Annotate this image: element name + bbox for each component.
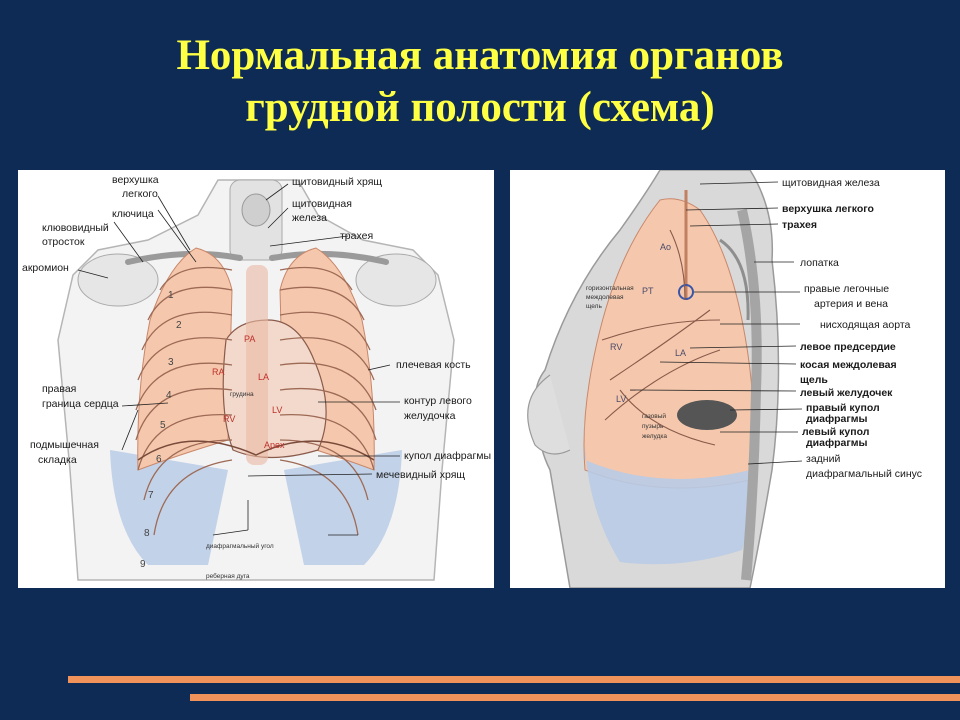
gastric-gas-bubble <box>677 400 737 430</box>
title-line-1: Нормальная анатомия органов <box>0 30 960 82</box>
accent-bar-bottom <box>190 694 960 701</box>
label-lung-apex-2: легкого <box>122 188 158 200</box>
lateral-label-rv: RV <box>610 342 622 352</box>
label-right-border-2: граница сердца <box>42 398 119 410</box>
fissure-note-1: горизонтальная <box>586 285 634 292</box>
label-coracoid-1: клювовидный <box>42 222 109 234</box>
label-xiphoid: мечевидный хрящ <box>376 469 465 481</box>
rib-number-5: 5 <box>160 420 166 431</box>
heart-label-lv: LV <box>272 405 282 415</box>
rib-number-8: 8 <box>144 528 150 539</box>
heart-label-la: LA <box>258 372 269 382</box>
lateral-label-trachea: трахея <box>782 219 817 231</box>
lateral-label-rdome-2: диафрагмы <box>806 413 868 425</box>
lateral-label-la: LA <box>675 348 686 358</box>
lateral-label-la: левое предсердие <box>800 341 896 353</box>
left-shoulder <box>356 254 436 306</box>
heart-label-apex: Apex <box>264 440 285 450</box>
rib-number-6: 6 <box>156 454 162 465</box>
frontal-anatomy-diagram: 1 2 3 4 5 6 7 8 9 PA RA LA грудина RV LV… <box>18 170 494 588</box>
label-lung-apex-1: верхушка <box>112 174 159 186</box>
lateral-label-fissure-2: щель <box>800 374 828 386</box>
label-thyroid-cartilage: щитовидный хрящ <box>292 176 382 188</box>
lateral-label-thyroid: щитовидная железа <box>782 177 880 189</box>
label-lv-contour-1: контур левого <box>404 395 472 407</box>
label-right-border-1: правая <box>42 383 76 395</box>
label-trachea: трахея <box>340 230 373 242</box>
label-axillary-1: подмышечная <box>30 439 99 451</box>
sternum-label: грудина <box>230 391 254 398</box>
fissure-note-2: междолевая <box>586 294 624 301</box>
rib-number-3: 3 <box>168 357 174 368</box>
label-humerus: плечевая кость <box>396 359 471 371</box>
lateral-label-apex: верхушка легкого <box>782 203 874 215</box>
lateral-label-scapula: лопатка <box>800 257 839 269</box>
lateral-label-sinus-2: диафрагмальный синус <box>806 468 922 480</box>
label-acromion: акромион <box>22 262 69 274</box>
thyroid-cartilage-shape <box>242 194 270 226</box>
lateral-label-pulm-2: артерия и вена <box>814 298 888 310</box>
sternum-shape <box>246 265 268 465</box>
lateral-label-pt: PT <box>642 286 654 296</box>
label-thyroid-1: щитовидная <box>292 198 352 210</box>
heart-label-pa: PA <box>244 334 255 344</box>
frontal-view-panel: 1 2 3 4 5 6 7 8 9 PA RA LA грудина RV LV… <box>18 170 494 588</box>
label-costal-arch: реберная дуга <box>206 572 250 580</box>
lateral-label-ldome-2: диафрагмы <box>806 437 868 449</box>
gas-label-3: желудка <box>642 433 667 440</box>
label-diaphragm-dome: купол диафрагмы <box>404 450 491 462</box>
lateral-view-panel: Ao PT RV LA LV горизонтальная междолевая… <box>510 170 945 588</box>
rib-number-1: 1 <box>168 290 174 301</box>
lateral-label-lv: левый желудочек <box>800 387 893 399</box>
lateral-label-pulm-1: правые легочные <box>804 283 889 295</box>
rib-number-4: 4 <box>166 390 172 401</box>
lateral-anatomy-diagram: Ao PT RV LA LV горизонтальная междолевая… <box>510 170 945 588</box>
gas-label-1: газовый <box>642 412 666 420</box>
rib-number-2: 2 <box>176 320 182 331</box>
slide-title: Нормальная анатомия органов грудной поло… <box>0 30 960 134</box>
lateral-label-ao: Ao <box>660 242 671 252</box>
lateral-label-sinus-1: задний <box>806 453 840 465</box>
gas-label-2: пузырь <box>642 423 664 430</box>
label-diaphragm-angle: диафрагмальный угол <box>206 542 274 550</box>
title-line-2: грудной полости (схема) <box>0 82 960 134</box>
rib-number-9: 9 <box>140 559 146 570</box>
label-lv-contour-2: желудочка <box>404 410 456 422</box>
label-clavicle: ключица <box>112 208 154 220</box>
accent-bar-top <box>68 676 960 683</box>
lateral-label-aorta: нисходящая аорта <box>820 319 911 331</box>
lateral-label-fissure-1: косая междолевая <box>800 359 897 371</box>
right-shoulder <box>78 254 158 306</box>
lateral-label-lv: LV <box>616 394 626 404</box>
rib-number-7: 7 <box>148 490 154 501</box>
heart-label-rv: RV <box>223 414 235 424</box>
label-coracoid-2: отросток <box>42 236 85 248</box>
label-thyroid-2: железа <box>292 212 327 224</box>
heart-label-ra: RA <box>212 367 225 377</box>
fissure-note-3: щель <box>586 303 602 310</box>
label-axillary-2: складка <box>38 454 77 466</box>
